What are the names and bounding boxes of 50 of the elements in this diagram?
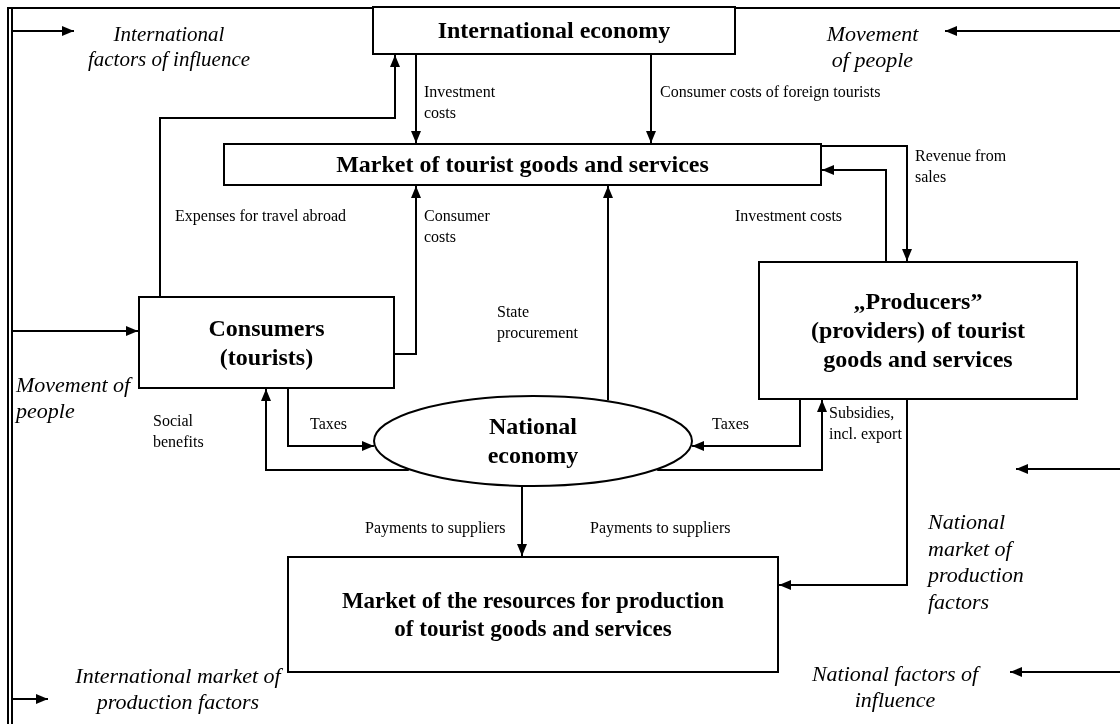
italic-caption: National market of production factors (928, 509, 1025, 615)
process-box (758, 261, 1078, 400)
arrow (1015, 464, 1120, 474)
arrow (821, 165, 887, 262)
edge-label: Consumer costs (424, 206, 491, 247)
italic-caption: Movement of people (16, 372, 134, 425)
process-box (138, 296, 395, 389)
edge-label: State procurement (497, 302, 579, 344)
arrow (11, 26, 75, 36)
node-title: International economy (437, 16, 671, 45)
node-title: Market of tourist goods and services (336, 150, 709, 179)
arrow (1009, 667, 1120, 677)
edge-label: Taxes (310, 414, 349, 434)
arrow (394, 185, 421, 355)
arrow (261, 388, 410, 471)
node-title: Market of the resources for production of tourist goods and services (340, 586, 726, 643)
edge-label: Taxes (712, 414, 751, 434)
arrow (287, 388, 375, 451)
arrow (517, 485, 527, 557)
arrow (159, 54, 400, 297)
arrow (691, 399, 801, 451)
italic-caption: International factors of influence (86, 21, 252, 73)
node-title: „Producers” (providers) of tourist goods and services (809, 287, 1027, 374)
process-box (287, 556, 779, 673)
edge-label: Payments to suppliers (365, 518, 507, 539)
arrow (821, 145, 912, 262)
arrow (411, 54, 421, 144)
process-box (372, 6, 736, 55)
edge-label: Revenue from sales (915, 146, 1008, 187)
arrow (778, 399, 908, 590)
italic-caption: Movement of people (825, 20, 920, 74)
process-box (223, 143, 822, 186)
arrow (944, 26, 1120, 36)
node-title: National economy (486, 412, 580, 470)
arrow (603, 185, 613, 402)
node-title: Consumers (tourists) (207, 313, 326, 372)
edge-label: Subsidies, incl. export (829, 403, 903, 445)
edge-label: Payments to suppliers (590, 518, 732, 539)
arrow (11, 694, 49, 704)
edge-label: Expenses for travel abroad (175, 206, 348, 227)
edge-label: Social benefits (153, 411, 205, 452)
italic-caption: International market of production factors (74, 662, 284, 716)
edge-label: Investment costs (735, 206, 844, 226)
edge-label: Consumer costs of foreign tourists (660, 82, 882, 103)
economy-ellipse (373, 395, 693, 487)
arrow (656, 399, 827, 471)
arrow (646, 54, 656, 144)
italic-caption: National factors of influence (810, 660, 982, 714)
edge-label: Investment costs (424, 82, 497, 123)
arrow (11, 326, 139, 336)
